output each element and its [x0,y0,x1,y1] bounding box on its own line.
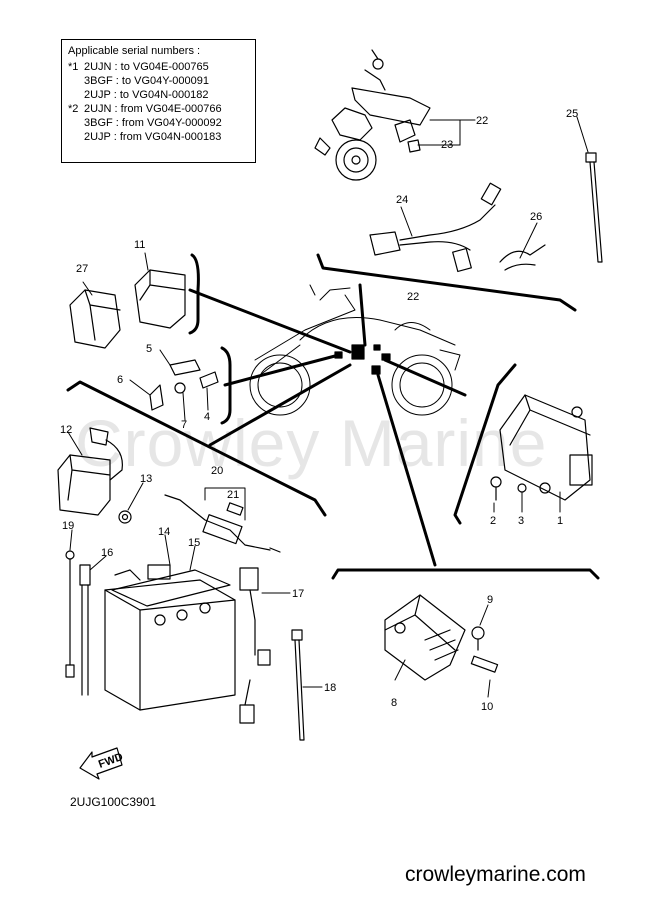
bike-part-marker [371,365,381,375]
serial-row: 3BGF : from VG04Y-000092 [84,117,222,129]
fuse-holder [239,567,291,724]
cable-tie-18 [291,629,323,741]
lead-wire [65,529,75,678]
callout-27: 27 [76,263,88,275]
serial-row: 2UJP : to VG04N-000182 [84,89,209,101]
callout-11: 11 [134,239,145,251]
bolts [470,604,499,698]
relay-27 [69,281,121,349]
callout-1: 1 [557,515,563,527]
callout-3: 3 [518,515,524,527]
fuse-assembly [164,487,281,553]
callout-19: 19 [62,520,74,532]
motorcycle-silhouette [249,284,461,416]
callout-12: 12 [60,424,72,436]
bike-part-marker [373,344,381,351]
callout-21: 21 [227,489,239,501]
callout-23: 23 [441,139,453,151]
sensor-parts [129,349,219,421]
drawing-code: 2UJG100C3901 [70,795,157,809]
callout-9: 9 [487,594,493,606]
group-leaders [66,253,600,580]
callout-24: 24 [396,194,408,206]
callout-20: 20 [211,465,223,477]
fwd-arrow [79,747,123,780]
cdi-unit [499,394,593,513]
battery [104,534,236,711]
callout-22: 22 [476,115,488,127]
callout-2: 2 [490,515,496,527]
callout-16: 16 [101,547,113,559]
serial-row: 3BGF : to VG04Y-000091 [84,75,209,87]
bolt-washer [490,476,527,513]
callout-6: 6 [117,374,123,386]
callout-8: 8 [391,697,397,709]
bike-part-marker [351,344,365,360]
breather-pipe [79,555,107,696]
callout-15: 15 [188,537,200,549]
wire-harness-upper [314,49,476,181]
serial-row: 2UJP : from VG04N-000183 [84,131,222,143]
rectifier-regulator [384,594,466,681]
relay-11 [134,252,186,329]
wire-lead [369,182,502,273]
callout-26: 26 [530,211,542,223]
nut [118,482,144,524]
clamp [499,222,546,271]
callout-22: 22 [407,291,419,303]
callout-10: 10 [481,701,493,713]
callout-25: 25 [566,108,578,120]
serial-box-title: Applicable serial numbers : [68,45,201,57]
callout-17: 17 [292,588,304,600]
cable-tie [576,116,603,263]
callout-14: 14 [158,526,170,538]
starter-relay [57,427,124,516]
callout-13: 13 [140,473,152,485]
callout-5: 5 [146,343,152,355]
callout-4: 4 [204,411,210,423]
callout-18: 18 [324,682,336,694]
site-url: crowleymarine.com [405,863,586,886]
callout-7: 7 [181,419,187,431]
